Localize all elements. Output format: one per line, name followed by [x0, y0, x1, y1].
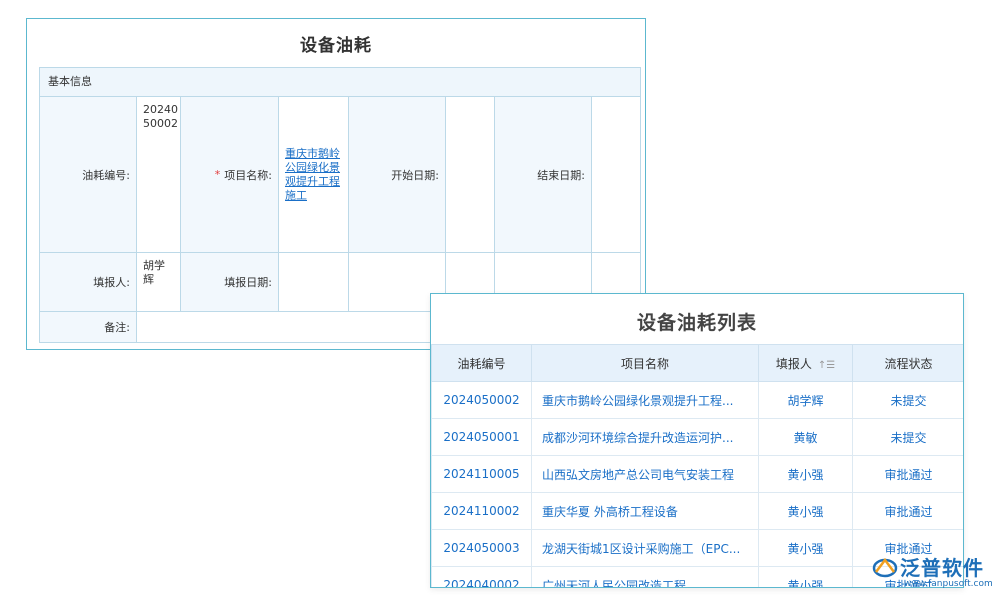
cell-fuel-no[interactable]: 2024050001: [431, 418, 532, 456]
end-date-field[interactable]: [591, 96, 641, 253]
logo-name: 泛普软件: [900, 556, 984, 580]
table-row[interactable]: 2024110005 山西弘文房地产总公司电气安装工程 黄小强 审批通过: [431, 455, 963, 493]
cell-status: 审批通过: [852, 455, 963, 493]
reporter-field[interactable]: 胡学辉: [136, 252, 181, 312]
remark-label: 备注:: [39, 311, 137, 343]
cell-fuel-no[interactable]: 2024040002: [431, 566, 532, 587]
table-row[interactable]: 2024050002 重庆市鹅岭公园绿化景观提升工程... 胡学辉 未提交: [431, 381, 963, 419]
project-name-field[interactable]: 重庆市鹅岭公园绿化景观提升工程施工: [278, 96, 349, 253]
empty-cell: [348, 252, 446, 312]
project-name-link[interactable]: 重庆市鹅岭公园绿化景观提升工程施工: [285, 146, 340, 202]
cell-project[interactable]: 重庆市鹅岭公园绿化景观提升工程...: [531, 381, 759, 419]
cell-project[interactable]: 重庆华夏 外高桥工程设备: [531, 492, 759, 530]
cell-fuel-no[interactable]: 2024050002: [431, 381, 532, 419]
end-date-label: 结束日期:: [494, 96, 592, 253]
table-row[interactable]: 2024050003 龙湖天街城1区设计采购施工（EPC... 黄小强 审批通过: [431, 529, 963, 567]
project-name-label-text: 项目名称:: [224, 168, 272, 182]
table-header-row: 油耗编号 项目名称 填报人 ↑☰ 流程状态: [431, 344, 963, 382]
table-row[interactable]: 2024040002 广州天河人民公园改造工程 黄小强 审批通过: [431, 566, 963, 587]
reporter-label: 填报人:: [39, 252, 137, 312]
cell-status: 未提交: [852, 381, 963, 419]
cell-status: 审批通过: [852, 566, 963, 587]
cell-reporter: 胡学辉: [758, 381, 853, 419]
cell-status: 审批通过: [852, 529, 963, 567]
project-name-label: * 项目名称:: [180, 96, 279, 253]
logo-url: www.fanpusoft.com: [904, 579, 993, 589]
cell-reporter: 黄小强: [758, 492, 853, 530]
fuel-no-label: 油耗编号:: [39, 96, 137, 253]
cell-project[interactable]: 山西弘文房地产总公司电气安装工程: [531, 455, 759, 493]
start-date-label: 开始日期:: [348, 96, 446, 253]
form-title: 设备油耗: [300, 36, 372, 56]
start-date-field[interactable]: [445, 96, 495, 253]
fuel-list-panel: 设备油耗列表 油耗编号 项目名称 填报人 ↑☰ 流程状态 2024050002 重…: [430, 293, 964, 588]
cell-reporter: 黄小强: [758, 529, 853, 567]
col-header-project[interactable]: 项目名称: [531, 344, 759, 382]
cell-reporter: 黄小强: [758, 455, 853, 493]
sort-icon[interactable]: ↑☰: [817, 359, 836, 371]
cell-fuel-no[interactable]: 2024110002: [431, 492, 532, 530]
col-header-status[interactable]: 流程状态: [852, 344, 963, 382]
cell-fuel-no[interactable]: 2024050003: [431, 529, 532, 567]
table-row[interactable]: 2024110002 重庆华夏 外高桥工程设备 黄小强 审批通过: [431, 492, 963, 530]
report-date-field[interactable]: [278, 252, 349, 312]
col-header-reporter[interactable]: 填报人 ↑☰: [758, 344, 853, 382]
list-title: 设备油耗列表: [636, 312, 757, 334]
cell-status: 未提交: [852, 418, 963, 456]
cell-project[interactable]: 龙湖天街城1区设计采购施工（EPC...: [531, 529, 759, 567]
fuel-form-panel: 设备油耗 基本信息 油耗编号: 20240 50002 * 项目名称: 重庆市鹅…: [26, 18, 646, 350]
fanpu-logo-icon: [872, 557, 898, 578]
required-mark: *: [214, 168, 221, 181]
cell-reporter: 黄敏: [758, 418, 853, 456]
cell-reporter: 黄小强: [758, 566, 853, 587]
cell-fuel-no[interactable]: 2024110005: [431, 455, 532, 493]
section-basic-info: 基本信息: [39, 67, 641, 97]
fuel-no-field[interactable]: 20240 50002: [136, 96, 181, 253]
cell-project[interactable]: 成都沙河环境综合提升改造运河护...: [531, 418, 759, 456]
fuel-list-table: 油耗编号 项目名称 填报人 ↑☰ 流程状态 2024050002 重庆市鹅岭公园绿…: [431, 344, 963, 587]
table-row[interactable]: 2024050001 成都沙河环境综合提升改造运河护... 黄敏 未提交: [431, 418, 963, 456]
report-date-label: 填报日期:: [180, 252, 279, 312]
cell-status: 审批通过: [852, 492, 963, 530]
fanpu-logo: 泛普软件 www.fanpusoft.com: [872, 552, 996, 596]
col-header-reporter-text: 填报人: [775, 356, 812, 371]
col-header-fuel-no[interactable]: 油耗编号: [431, 344, 532, 382]
cell-project[interactable]: 广州天河人民公园改造工程: [531, 566, 759, 587]
